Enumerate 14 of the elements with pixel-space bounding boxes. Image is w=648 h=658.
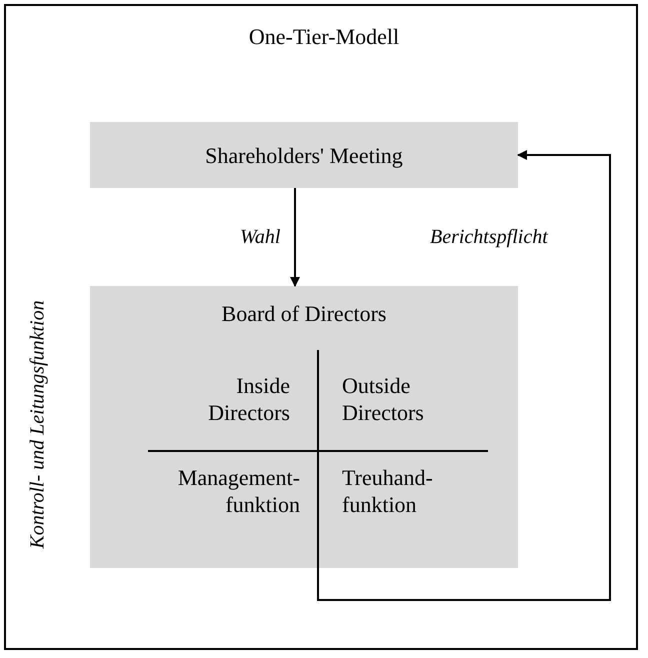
box-heading: Shareholders' Meeting <box>204 142 404 168</box>
side-label: Kontroll- und Leitungsfunktion <box>26 299 50 551</box>
quadrant-text: Treuhand-funktion <box>342 464 434 518</box>
process-box <box>90 286 518 568</box>
edge-label: Wahl <box>240 226 280 249</box>
arrow <box>290 188 300 287</box>
box-heading: Board of Directors <box>220 300 388 327</box>
edge-label: Berichtspflicht <box>430 226 548 249</box>
process-box <box>90 122 518 188</box>
quadrant-text: Inside Directors <box>207 372 290 426</box>
arrow <box>317 150 611 601</box>
diagram-title: One-Tier-Modell <box>248 24 400 50</box>
quadrant-text: Outside Directors <box>342 372 425 426</box>
quadrant-text: Management-funktion <box>176 464 300 518</box>
